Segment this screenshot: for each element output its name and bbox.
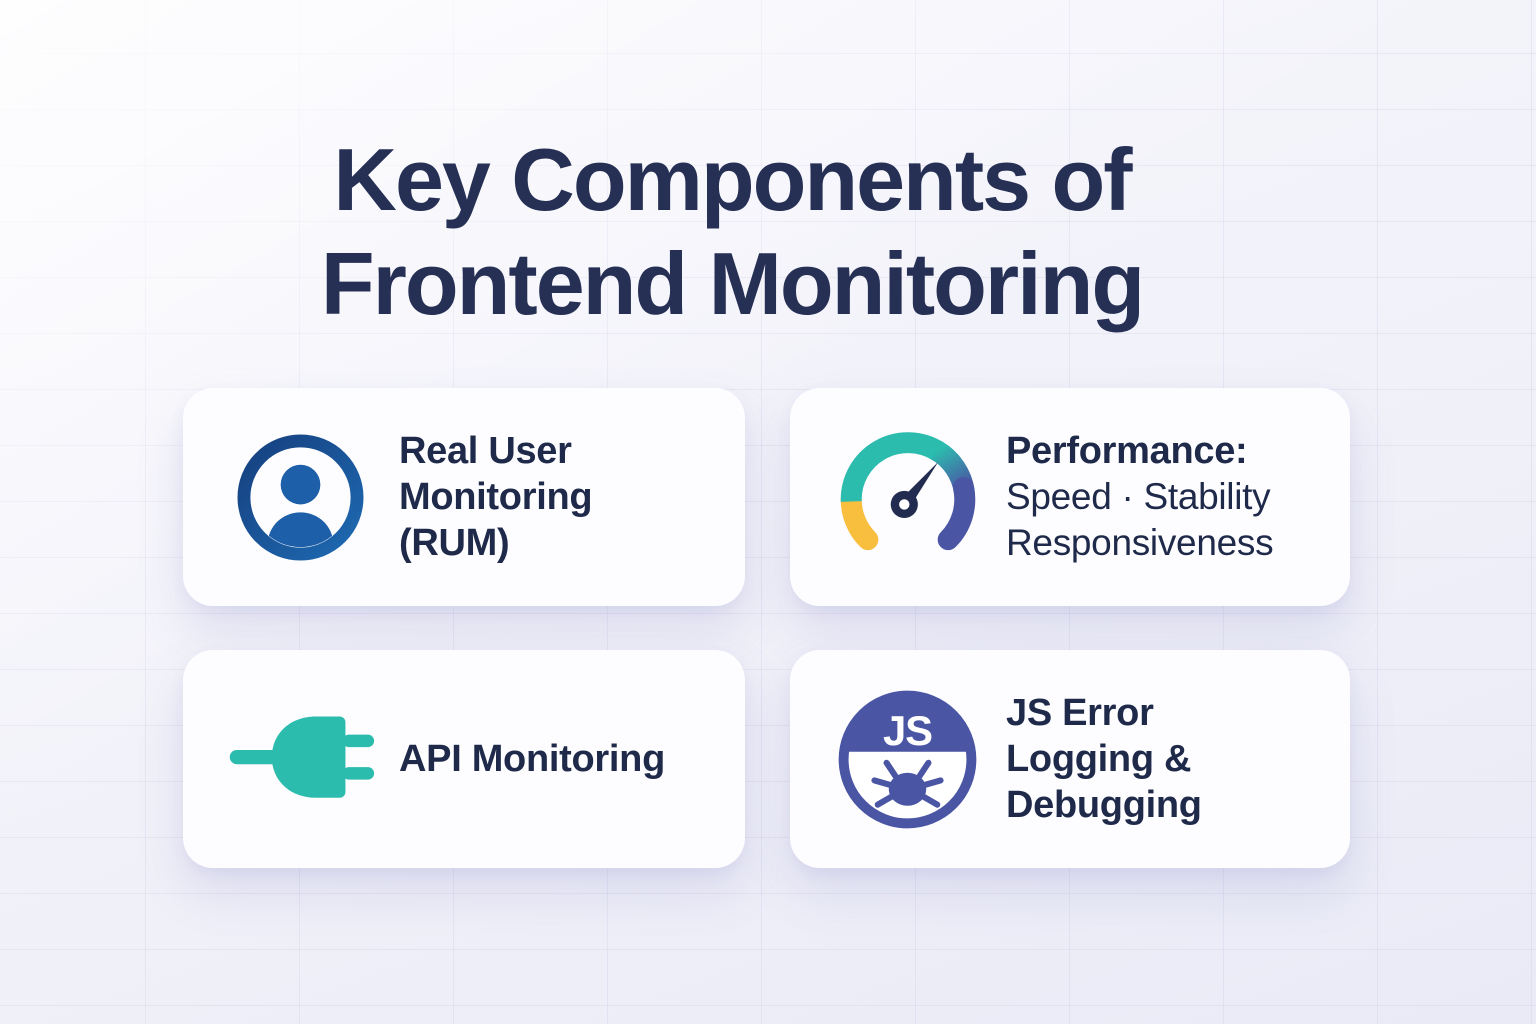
plug-prong-bottom — [342, 766, 375, 780]
card-heading: Performance: — [1006, 430, 1248, 472]
plug-icon — [229, 715, 375, 798]
plug-body — [271, 715, 346, 798]
card-sub-line: Responsiveness — [1006, 522, 1274, 563]
card-js-error-text: JS Error Logging & Debugging — [1006, 690, 1202, 828]
card-title-line: (RUM) — [399, 522, 510, 564]
page-title-line-1: Key Components of — [333, 130, 1132, 229]
card-real-user-monitoring: Real User Monitoring (RUM) — [183, 388, 745, 606]
card-performance-text: Performance: Speed · Stability Responsiv… — [1006, 428, 1274, 566]
card-api-monitoring: API Monitoring — [183, 650, 745, 868]
badge-ring — [838, 690, 977, 828]
user-circle-icon — [237, 433, 364, 561]
card-title-line: API Monitoring — [399, 738, 665, 780]
plug-icon — [228, 702, 375, 817]
card-title-line: Monitoring — [399, 476, 593, 518]
card-title-line: Logging & — [1006, 738, 1192, 780]
gauge-icon — [840, 432, 975, 551]
gauge-needle-pivot-dot — [898, 499, 909, 510]
card-title-line: JS Error — [1006, 692, 1154, 734]
page-title: Key Components of Frontend Monitoring — [0, 128, 1500, 336]
js-bug-icon: JS — [835, 689, 980, 830]
card-real-user-monitoring-text: Real User Monitoring (RUM) — [399, 428, 593, 566]
card-sub-line: Speed · Stability — [1006, 476, 1271, 517]
js-bug-icon: JS — [838, 690, 977, 828]
plug-prong-top — [342, 734, 375, 747]
card-api-monitoring-text: API Monitoring — [399, 736, 665, 782]
gauge-segment-indigo — [937, 477, 975, 551]
gauge-segment-yellow — [840, 488, 878, 551]
card-title-line: Real User — [399, 430, 572, 472]
card-title-line: Debugging — [1006, 784, 1202, 826]
card-performance: Performance: Speed · Stability Responsiv… — [790, 388, 1350, 606]
gauge-segment-teal — [840, 432, 944, 502]
user-circle-icon — [228, 433, 373, 561]
cards-grid: Real User Monitoring (RUM) — [183, 388, 1350, 868]
gauge-icon — [835, 418, 980, 576]
bug-glyph — [871, 759, 944, 808]
ring — [237, 433, 364, 561]
card-js-error: JS JS Error Logging & Debugging — [790, 650, 1350, 868]
js-badge-label: JS — [883, 707, 932, 754]
page-title-line-2: Frontend Monitoring — [320, 234, 1145, 333]
